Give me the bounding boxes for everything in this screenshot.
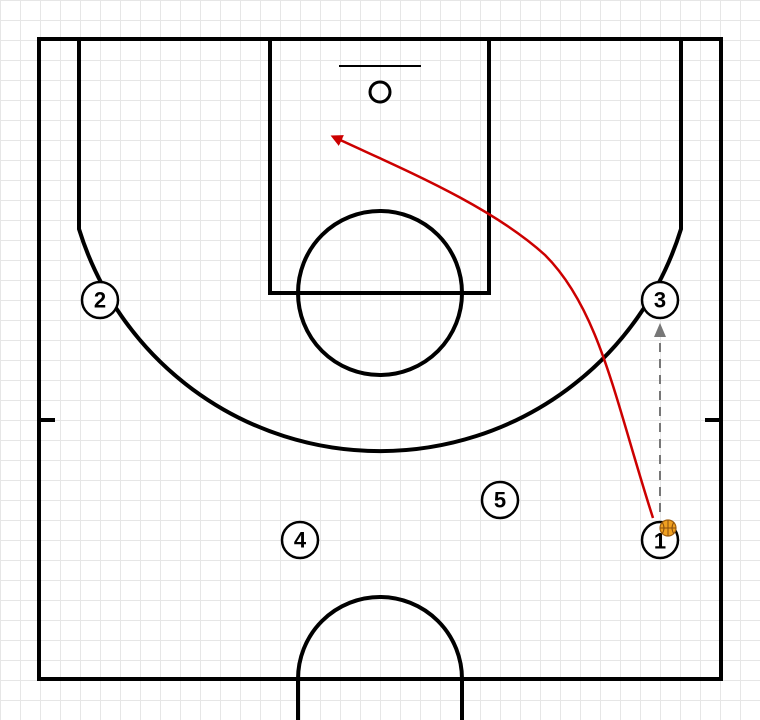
court-boundary (37, 37, 723, 681)
player-2: 2 (80, 280, 120, 320)
player-5: 5 (480, 480, 520, 520)
cut-arrow (330, 135, 655, 519)
paint-key (268, 37, 491, 295)
basketball-icon (659, 519, 677, 537)
center-circle (296, 595, 464, 720)
player-4-label: 4 (294, 528, 307, 553)
player-3: 3 (640, 280, 680, 320)
player-3-label: 3 (654, 288, 666, 313)
basket-rim (368, 80, 392, 104)
player-4: 4 (280, 520, 320, 560)
free-throw-circle (296, 209, 464, 377)
player-2-label: 2 (94, 288, 106, 313)
three-point-line (77, 39, 683, 454)
player-5-label: 5 (494, 488, 506, 513)
